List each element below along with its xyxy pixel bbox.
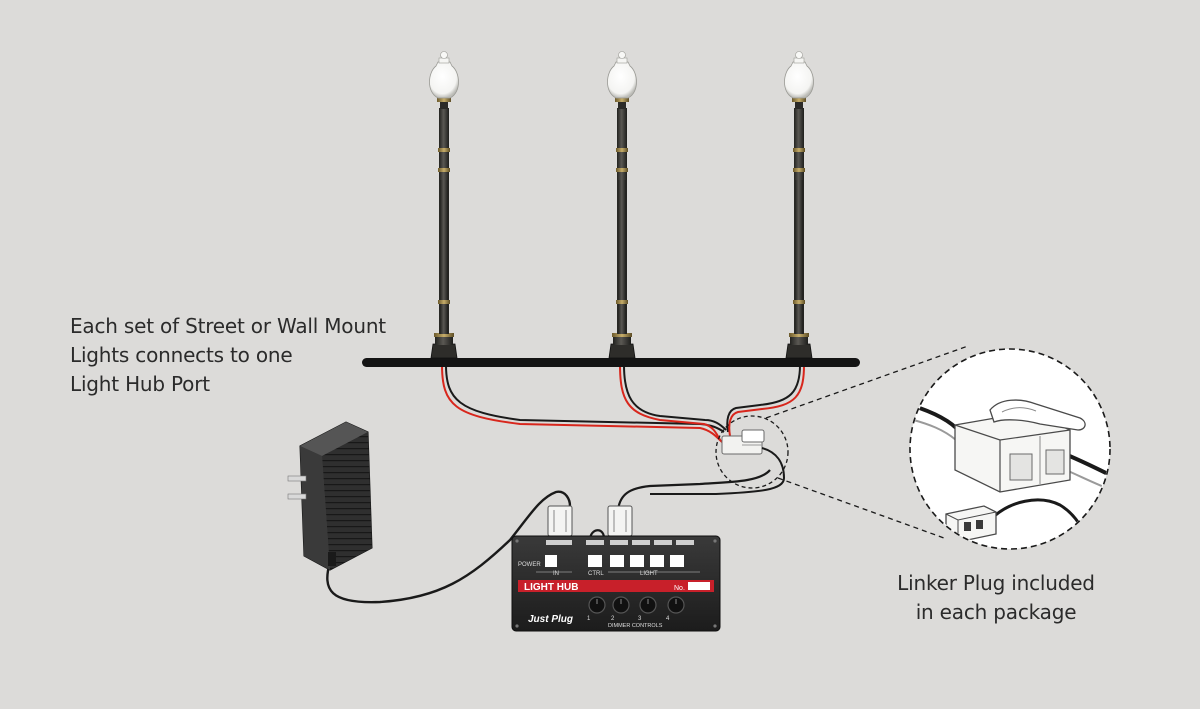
power-in-port bbox=[545, 555, 557, 567]
lamp-post-1 bbox=[429, 51, 459, 359]
linker-plug-note: Linker Plug included in each package bbox=[890, 569, 1102, 627]
dimmer-controls-label: DIMMER CONTROLS bbox=[608, 623, 663, 629]
linker-plug-magnified bbox=[909, 348, 1111, 550]
dimmer-number: 3 bbox=[638, 616, 642, 622]
note-line: Each set of Street or Wall Mount bbox=[70, 314, 386, 338]
light-port-3 bbox=[650, 555, 664, 567]
light-hub: POWER IN CTRL LIGHT LIGHT HUB No. Just P… bbox=[511, 535, 721, 632]
lamp-posts bbox=[429, 51, 814, 359]
dimmer-knob-4: 4 bbox=[666, 596, 685, 622]
brand-logo: Just Plug bbox=[528, 614, 573, 625]
lamp-globe bbox=[784, 61, 814, 99]
dimmer-number: 1 bbox=[587, 616, 591, 622]
linker-plug bbox=[650, 429, 786, 495]
light-port-2 bbox=[630, 555, 644, 567]
lamp-globe bbox=[429, 61, 459, 99]
linker-callout-circle bbox=[715, 415, 789, 489]
mounting-board bbox=[362, 358, 860, 367]
note-line: Light Hub Port bbox=[70, 372, 210, 396]
dimmer-number: 2 bbox=[611, 616, 615, 622]
power-plug-connector bbox=[547, 505, 573, 537]
hub-number-box bbox=[688, 582, 710, 590]
dimmer-knob-3: 3 bbox=[638, 596, 657, 622]
hub-number-label: No. bbox=[674, 585, 685, 592]
light-port-1 bbox=[610, 555, 624, 567]
lamp-globe bbox=[607, 61, 637, 99]
lights-connection-note: Each set of Street or Wall Mount Lights … bbox=[70, 312, 386, 399]
ctrl-label: CTRL bbox=[588, 571, 604, 577]
light-label: LIGHT bbox=[640, 571, 658, 577]
light-port-4 bbox=[670, 555, 684, 567]
callout-line-bottom bbox=[777, 477, 945, 539]
dimmer-number: 4 bbox=[666, 616, 670, 622]
in-label: IN bbox=[553, 571, 559, 577]
lamp-wiring bbox=[441, 364, 805, 443]
light-plug-connector bbox=[607, 505, 633, 537]
lamp-post-3 bbox=[784, 51, 814, 359]
note-line: in each package bbox=[915, 600, 1077, 624]
hub-name: LIGHT HUB bbox=[524, 582, 578, 593]
lamp-post-2 bbox=[607, 51, 637, 359]
note-line: Linker Plug included bbox=[897, 571, 1095, 595]
note-line: Lights connects to one bbox=[70, 343, 293, 367]
power-label: POWER bbox=[518, 562, 541, 568]
hub-light-cable bbox=[616, 469, 771, 511]
power-adapter bbox=[287, 421, 572, 604]
dimmer-knob-2: 2 bbox=[611, 596, 630, 622]
dimmer-knob-1: 1 bbox=[587, 596, 606, 622]
hub-name-stripe bbox=[518, 580, 714, 592]
